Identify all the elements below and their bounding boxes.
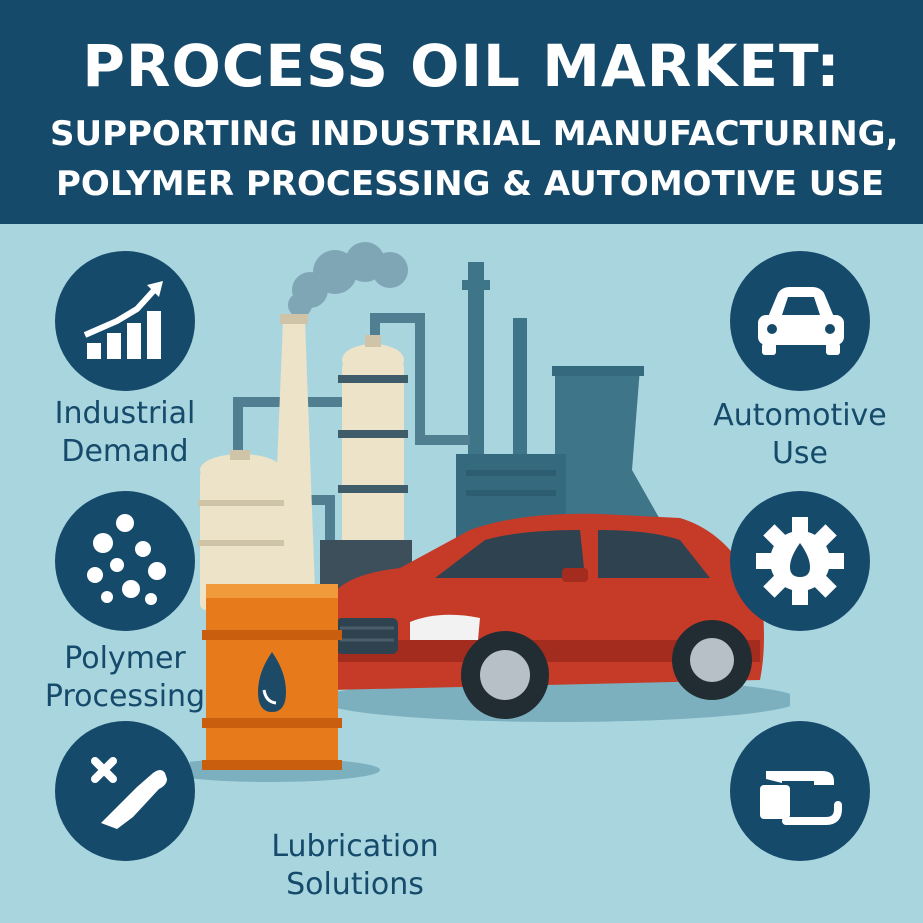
- automotive-use-line2: Use: [771, 436, 829, 471]
- header-banner: PROCESS OIL MARKET: SUPPORTING INDUSTRIA…: [0, 0, 923, 224]
- title-line-1: PROCESS OIL MARKET:: [82, 32, 841, 100]
- lubrication-solutions-label: Lubrication Solutions: [250, 828, 460, 904]
- automotive-use-label: Automotive Use: [710, 397, 890, 473]
- title-line-3: POLYMER PROCESSING & AUTOMOTIVE USE: [56, 164, 885, 204]
- molecule-dots-icon: [87, 514, 166, 605]
- gear-oil-circle: [730, 491, 870, 631]
- polymer-processing-label: Polymer Processing: [40, 640, 210, 716]
- industrial-demand-label: Industrial Demand: [40, 395, 210, 471]
- polymer-processing-line2: Processing: [44, 679, 206, 714]
- growth-chart-icon: [83, 281, 163, 359]
- gear-oil-drop-icon: [756, 517, 844, 605]
- lubrication-solutions-line2: Solutions: [286, 867, 424, 902]
- oil-dispenser-circle: [730, 721, 870, 861]
- industrial-demand-circle: [55, 251, 195, 391]
- lubrication-circle: [55, 721, 195, 861]
- oil-dispenser-icon: [760, 771, 842, 825]
- title-line-2: SUPPORTING INDUSTRIAL MANUFACTURING,: [50, 114, 899, 154]
- industrial-demand-line2: Demand: [61, 434, 189, 469]
- automotive-use-line1: Automotive: [713, 398, 887, 433]
- industrial-demand-line1: Industrial: [54, 396, 196, 431]
- car-icon: [758, 287, 844, 355]
- lubrication-tool-icon: [91, 757, 167, 829]
- polymer-processing-circle: [55, 491, 195, 631]
- industrial-scene-illustration: [190, 242, 790, 782]
- polymer-processing-line1: Polymer: [64, 641, 186, 676]
- automotive-use-circle: [730, 251, 870, 391]
- lubrication-solutions-line1: Lubrication: [271, 829, 439, 864]
